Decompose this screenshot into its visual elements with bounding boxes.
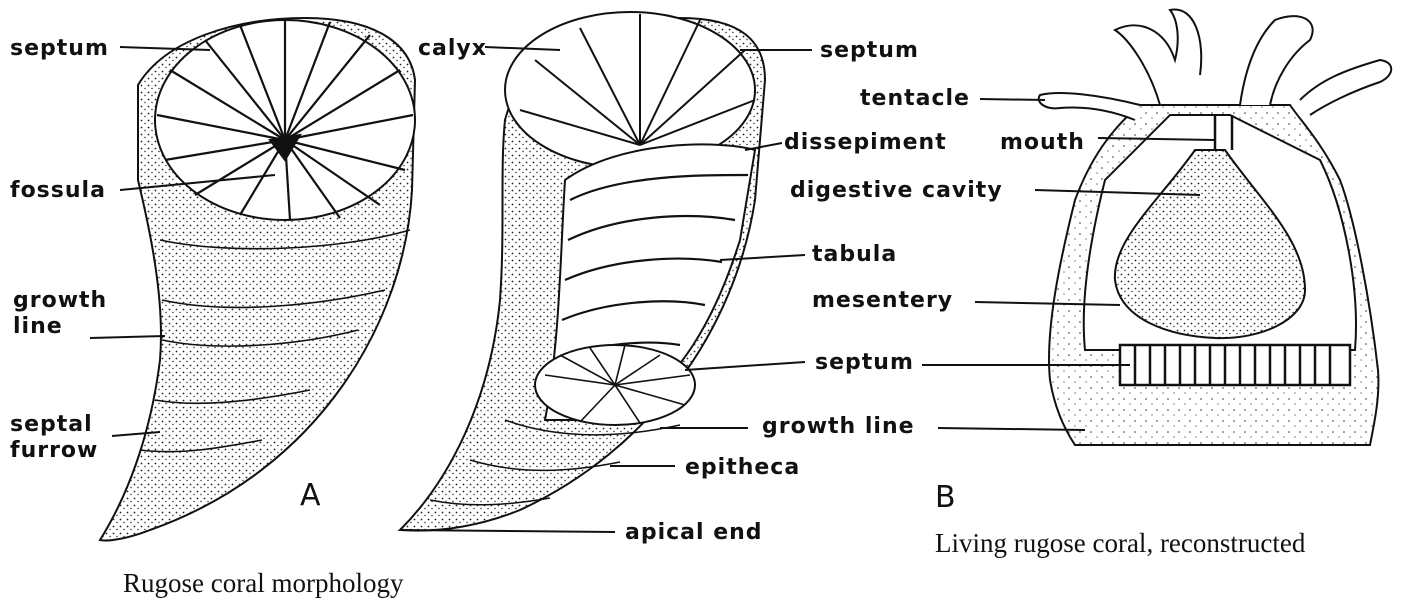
label-a-growth-line: growth line — [13, 288, 107, 340]
label-s-growth-line: growth line — [762, 414, 915, 440]
caption-right: Living rugose coral, reconstructed — [935, 528, 1305, 559]
leader-s-apical-end — [400, 530, 615, 532]
label-s-septum-mid: septum — [815, 350, 914, 376]
label-b-mouth: mouth — [1000, 130, 1085, 156]
caption-left: Rugose coral morphology — [123, 568, 403, 599]
label-a-septal-furrow: septal furrow — [10, 412, 98, 464]
label-s-dissepiment: dissepiment — [784, 130, 947, 156]
living-tentacle-left — [1039, 93, 1140, 120]
coral-a-drawing — [100, 18, 415, 541]
label-b-digestive-cavity: digestive cavity — [790, 178, 1003, 204]
living-tentacles — [1115, 10, 1391, 115]
panel-letter-b: B — [935, 480, 956, 515]
leader-b-growth-line — [938, 428, 1085, 430]
leader-b-tentacle — [980, 99, 1045, 100]
living-septa-ring — [1120, 345, 1350, 385]
label-s-tabula: tabula — [812, 242, 897, 268]
label-a-fossula: fossula — [10, 178, 106, 204]
coral-section-drawing — [400, 12, 765, 531]
label-s-apical-end: apical end — [625, 520, 763, 546]
living-coral-drawing — [1039, 10, 1392, 445]
label-s-epitheca: epitheca — [685, 455, 800, 481]
leader-s-septum-mid — [685, 362, 805, 370]
panel-letter-a: A — [300, 478, 321, 513]
label-s-septum-top: septum — [820, 38, 919, 64]
label-a-septum: septum — [10, 36, 109, 62]
label-b-tentacle: tentacle — [860, 86, 970, 112]
label-a-calyx: calyx — [418, 36, 487, 62]
label-b-mesentery: mesentery — [812, 288, 953, 314]
